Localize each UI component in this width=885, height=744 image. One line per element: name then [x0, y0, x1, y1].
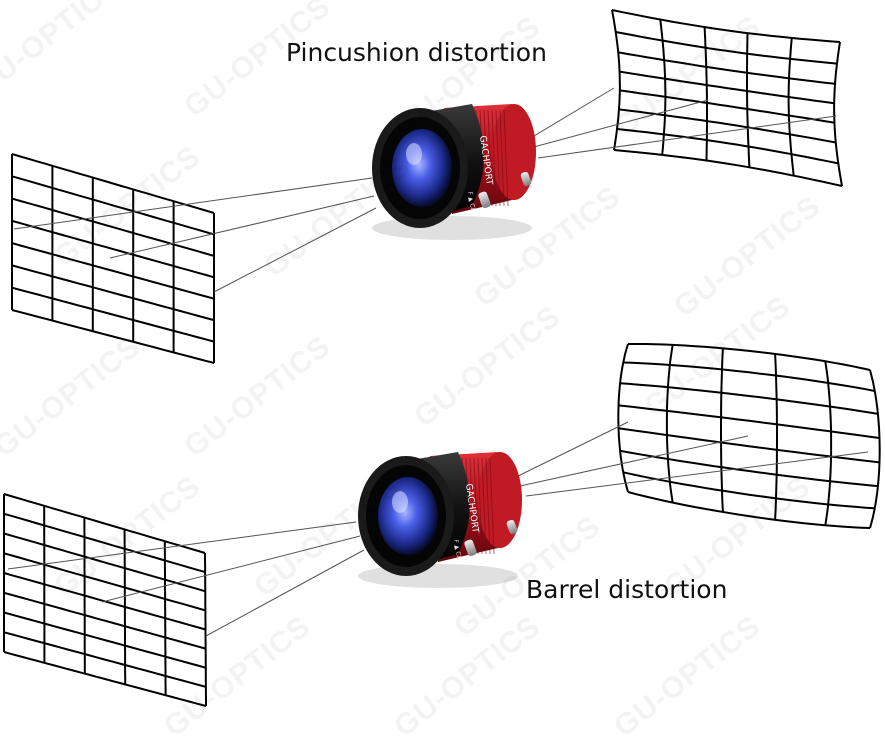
- pincushion-caption: Pincushion distortion: [286, 38, 547, 67]
- grid-line: [12, 310, 214, 363]
- grid-line: [870, 370, 880, 528]
- red-ring-end: [478, 452, 522, 548]
- light-ray: [514, 422, 628, 478]
- light-ray: [110, 196, 374, 258]
- bar-image-grid: [618, 344, 879, 528]
- light-ray: [526, 452, 868, 496]
- grid-line: [12, 265, 214, 320]
- grid-line: [12, 199, 214, 256]
- grid-line: [12, 243, 214, 299]
- red-ring-end: [492, 104, 536, 200]
- light-ray: [214, 208, 376, 292]
- grid-line: [614, 150, 842, 186]
- grid-line: [628, 492, 870, 528]
- glass-highlight: [392, 491, 408, 513]
- grid-line: [12, 154, 214, 213]
- grid-line: [620, 90, 835, 122]
- grid-line: [618, 52, 835, 84]
- grid-line: [12, 288, 214, 342]
- grid-line: [165, 541, 166, 695]
- grid-line: [623, 472, 874, 508]
- grid-line: [620, 72, 835, 104]
- grid-line: [628, 344, 870, 370]
- light-ray: [520, 436, 748, 486]
- grid-line: [12, 221, 214, 277]
- grid-line: [12, 176, 214, 234]
- light-ray: [14, 178, 372, 229]
- grid-line: [619, 109, 836, 142]
- grid-line: [618, 344, 628, 492]
- glass-highlight: [406, 143, 422, 165]
- bar-object-grid: [4, 494, 206, 706]
- grid-line: [667, 345, 673, 503]
- grid-line: [775, 354, 777, 520]
- pin-image-grid: [612, 10, 842, 186]
- grid-line: [721, 348, 723, 512]
- grid-line: [825, 361, 831, 525]
- grid-line: [616, 32, 837, 64]
- light-ray: [102, 536, 360, 602]
- pin-object-grid: [12, 154, 214, 363]
- distortion-diagram: GU-OPTICSGU-OPTICSGU-OPTICSGU-OPTICSGU-O…: [0, 0, 885, 717]
- glass-element: [378, 477, 438, 555]
- barrel-caption: Barrel distortion: [526, 575, 727, 604]
- grid-line: [125, 529, 126, 684]
- light-ray: [524, 88, 614, 142]
- glass-element: [392, 129, 452, 207]
- light-ray: [206, 550, 364, 636]
- grid-line: [617, 129, 838, 163]
